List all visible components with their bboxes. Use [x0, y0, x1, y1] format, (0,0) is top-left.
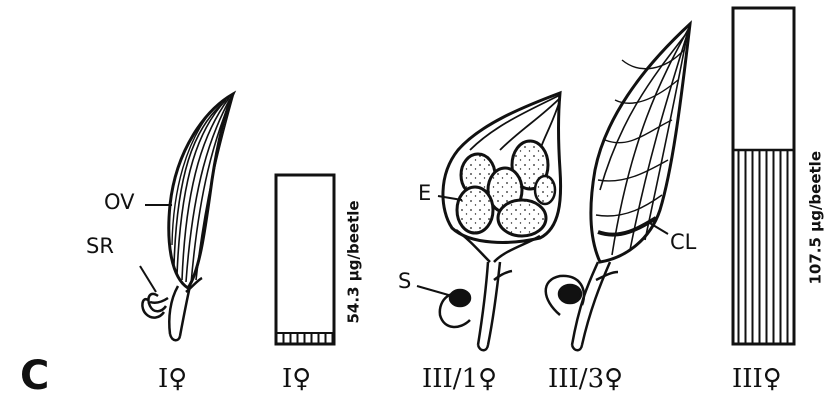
bar-i-outline	[276, 175, 334, 344]
ovary-stage-iii-1	[443, 93, 561, 262]
sr-pointer	[140, 266, 156, 292]
bar-iii-value-label: 107.5 µg/beetle	[809, 147, 824, 285]
caption-ovary-iii-1: III/1♀	[422, 366, 497, 392]
oviduct-stage-i	[142, 278, 202, 340]
panel-letter: C	[20, 356, 49, 396]
ovary-stage-i	[169, 94, 233, 288]
label-e: E	[418, 183, 431, 204]
caption-ovary-iii-3: III/3♀	[548, 366, 623, 392]
label-sr: SR	[86, 236, 114, 257]
bar-i-value-label: 54.3 µg/beetle	[347, 196, 362, 324]
bar-stage-iii	[733, 8, 794, 344]
caption-ovary-i: I♀	[158, 366, 187, 392]
ovary-stage-iii-3	[591, 24, 690, 262]
caption-bar-i: I♀	[282, 366, 311, 392]
label-ov: OV	[104, 192, 135, 213]
bar-iii-fill	[735, 150, 793, 343]
bar-i-fill	[278, 333, 333, 343]
label-cl: CL	[670, 232, 696, 253]
oviduct-stage-iii-3	[546, 262, 618, 350]
bar-stage-i	[276, 175, 334, 344]
oviduct-stage-iii-1	[440, 262, 512, 350]
s-pointer	[417, 286, 452, 296]
label-s: S	[398, 271, 411, 292]
caption-bar-iii: III♀	[732, 366, 782, 392]
